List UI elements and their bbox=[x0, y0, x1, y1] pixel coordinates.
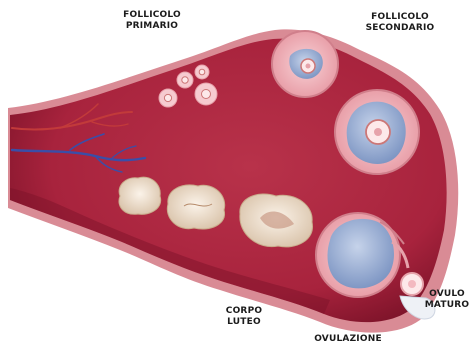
label-line: PRIMARIO bbox=[112, 21, 192, 32]
label-line: LUTEO bbox=[216, 317, 272, 328]
label-ovulo-maturo: OVULO MATURO bbox=[420, 289, 474, 311]
label-follicolo-secondario: FOLLICOLO SECONDARIO bbox=[352, 12, 448, 34]
primary-follicle bbox=[159, 89, 177, 107]
label-line: FOLLICOLO bbox=[352, 12, 448, 23]
secondary-follicle-small bbox=[272, 31, 338, 97]
label-line: OVULAZIONE bbox=[300, 334, 396, 345]
label-line: OVULO bbox=[420, 289, 474, 300]
corpus-luteum bbox=[119, 177, 161, 214]
label-ovulazione: OVULAZIONE bbox=[300, 334, 396, 345]
primary-follicle bbox=[177, 72, 193, 88]
secondary-follicle-large bbox=[335, 90, 419, 174]
label-line: MATURO bbox=[420, 300, 474, 311]
primary-follicle bbox=[195, 83, 217, 105]
label-corpo-luteo: CORPO LUTEO bbox=[216, 306, 272, 328]
label-line: SECONDARIO bbox=[352, 23, 448, 34]
label-follicolo-primario: FOLLICOLO PRIMARIO bbox=[112, 10, 192, 32]
label-line: FOLLICOLO bbox=[112, 10, 192, 21]
corpus-luteum bbox=[167, 185, 224, 229]
label-line: CORPO bbox=[216, 306, 272, 317]
primary-follicle bbox=[195, 65, 209, 79]
